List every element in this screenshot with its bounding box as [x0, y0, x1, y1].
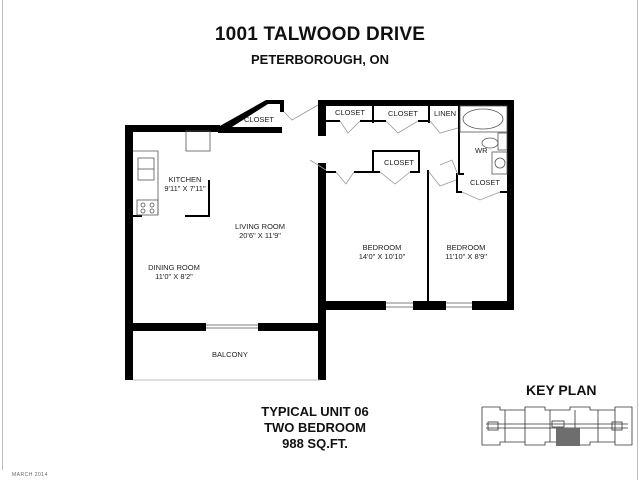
door-swings — [283, 104, 501, 201]
key-plan-title: KEY PLAN — [526, 382, 597, 398]
closet-bedroom-2-label: CLOSET — [470, 178, 501, 187]
page-subtitle: PETERBOROUGH, ON — [251, 52, 389, 67]
kitchen-size: 9'11" X 7'11" — [164, 184, 206, 193]
closet-entry-label: CLOSET — [244, 115, 275, 124]
living-room-label: LIVING ROOM 20'6" X 11'9" — [230, 222, 290, 240]
kitchen-name: KITCHEN — [168, 175, 202, 184]
key-plan-unit-highlight — [556, 428, 580, 446]
unit-info: TYPICAL UNIT 06 TWO BEDROOM 988 SQ.FT. — [240, 404, 390, 452]
walls — [125, 100, 514, 380]
living-room-size: 20'6" X 11'9" — [239, 231, 281, 240]
bedroom-2-name: BEDROOM — [446, 243, 486, 252]
bedroom-1-label: BEDROOM 14'0" X 10'10" — [352, 243, 412, 261]
linen-label: LINEN — [434, 109, 457, 118]
fixtures — [133, 105, 508, 381]
dining-room-label: DINING ROOM 11'0" X 8'2" — [145, 263, 203, 281]
left-frame-line — [2, 0, 3, 470]
closet-hall-2-label: CLOSET — [388, 109, 419, 118]
bedroom-2-label: BEDROOM 11'10" X 8'9" — [436, 243, 496, 261]
unit-name: TYPICAL UNIT 06 — [261, 404, 369, 419]
balcony-label: BALCONY — [212, 350, 248, 359]
living-room-name: LIVING ROOM — [234, 222, 285, 231]
dining-room-name: DINING ROOM — [148, 263, 200, 272]
closet-hall-1-label: CLOSET — [335, 108, 366, 117]
washroom-label: WR — [475, 146, 488, 155]
bedroom-1-name: BEDROOM — [362, 243, 402, 252]
dining-room-size: 11'0" X 8'2" — [155, 272, 193, 281]
kitchen-label: KITCHEN 9'11" X 7'11" — [163, 175, 207, 193]
right-frame-line — [637, 0, 638, 480]
unit-type: TWO BEDROOM — [264, 420, 366, 435]
unit-area: 988 SQ.FT. — [282, 436, 348, 451]
bedroom-2-size: 11'10" X 8'9" — [445, 252, 487, 261]
drawing-date: MARCH 2014 — [12, 472, 48, 478]
closet-bedroom-1-label: CLOSET — [384, 158, 415, 167]
bedroom-1-size: 14'0" X 10'10" — [358, 252, 406, 261]
page-title: 1001 TALWOOD DRIVE — [214, 24, 426, 45]
